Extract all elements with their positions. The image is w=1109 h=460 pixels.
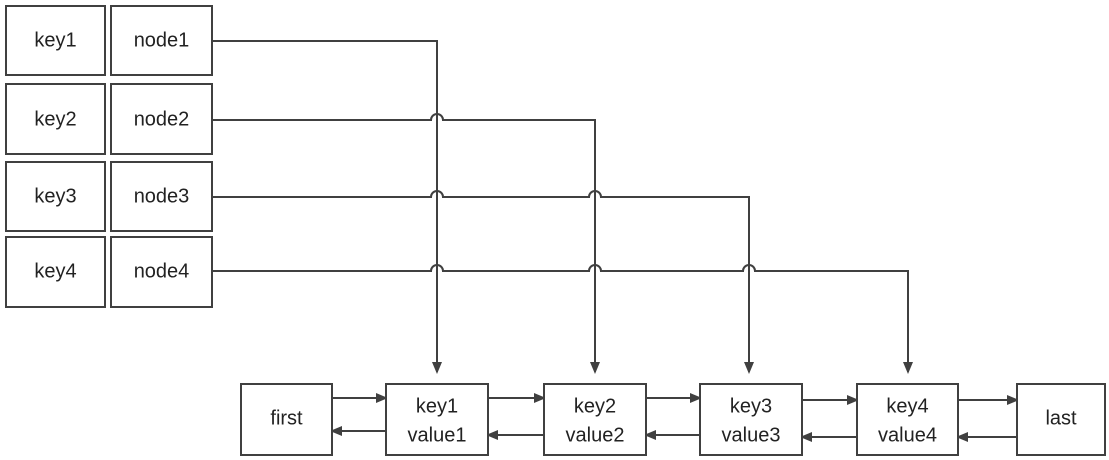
hash-table: key1 node1 key2 node2 key3 node3 key4 no…	[5, 5, 213, 308]
list-node-key: key1	[416, 395, 458, 417]
first-label: first	[270, 407, 303, 429]
hash-node-label: node3	[134, 185, 190, 207]
list-head: first	[240, 383, 333, 456]
hash-row: key1 node1	[5, 5, 213, 76]
list-node: key1 value1	[385, 383, 489, 456]
hash-key-label: key2	[34, 108, 76, 130]
hash-node-label: node1	[134, 29, 190, 51]
list-node-key: key2	[574, 395, 616, 417]
hash-key-cell	[5, 236, 106, 308]
list-node-value: value4	[878, 424, 937, 446]
last-node	[1016, 383, 1106, 456]
hash-key-cell	[5, 5, 106, 76]
list-node-value: value1	[408, 424, 467, 446]
list-links	[330, 393, 1019, 442]
hash-key-cell	[5, 83, 106, 155]
hash-key-label: key3	[34, 185, 76, 207]
hash-key-cell	[5, 161, 106, 232]
list-tail: last	[1016, 383, 1106, 456]
pointer-wires	[212, 40, 913, 374]
last-label: last	[1045, 407, 1077, 429]
list-node-box	[543, 383, 647, 456]
hash-node-cell	[110, 5, 213, 76]
pointer-wire-node4	[212, 264, 913, 374]
list-node-value: value3	[722, 424, 781, 446]
linked-list: first key1 value1 key2 value2 key3 value…	[240, 383, 1106, 456]
list-node-key: key4	[886, 395, 928, 417]
list-node-key: key3	[730, 395, 772, 417]
hash-node-cell	[110, 83, 213, 155]
first-node	[240, 383, 333, 456]
hash-row: key2 node2	[5, 83, 213, 155]
hash-node-cell	[110, 236, 213, 308]
list-node: key3 value3	[699, 383, 803, 456]
pointer-wire-node2	[212, 113, 600, 374]
hash-row: key3 node3	[5, 161, 213, 232]
list-node-box	[856, 383, 959, 456]
list-node: key4 value4	[856, 383, 959, 456]
hash-key-label: key4	[34, 260, 76, 282]
hash-node-label: node4	[134, 260, 190, 282]
list-node: key2 value2	[543, 383, 647, 456]
hash-node-label: node2	[134, 108, 190, 130]
hash-row: key4 node4	[5, 236, 213, 308]
list-node-box	[385, 383, 489, 456]
pointer-wire-node1	[212, 40, 442, 374]
list-node-value: value2	[566, 424, 625, 446]
hash-node-cell	[110, 161, 213, 232]
pointer-wire-node3	[212, 190, 754, 374]
hash-key-label: key1	[34, 29, 76, 51]
list-node-box	[699, 383, 803, 456]
